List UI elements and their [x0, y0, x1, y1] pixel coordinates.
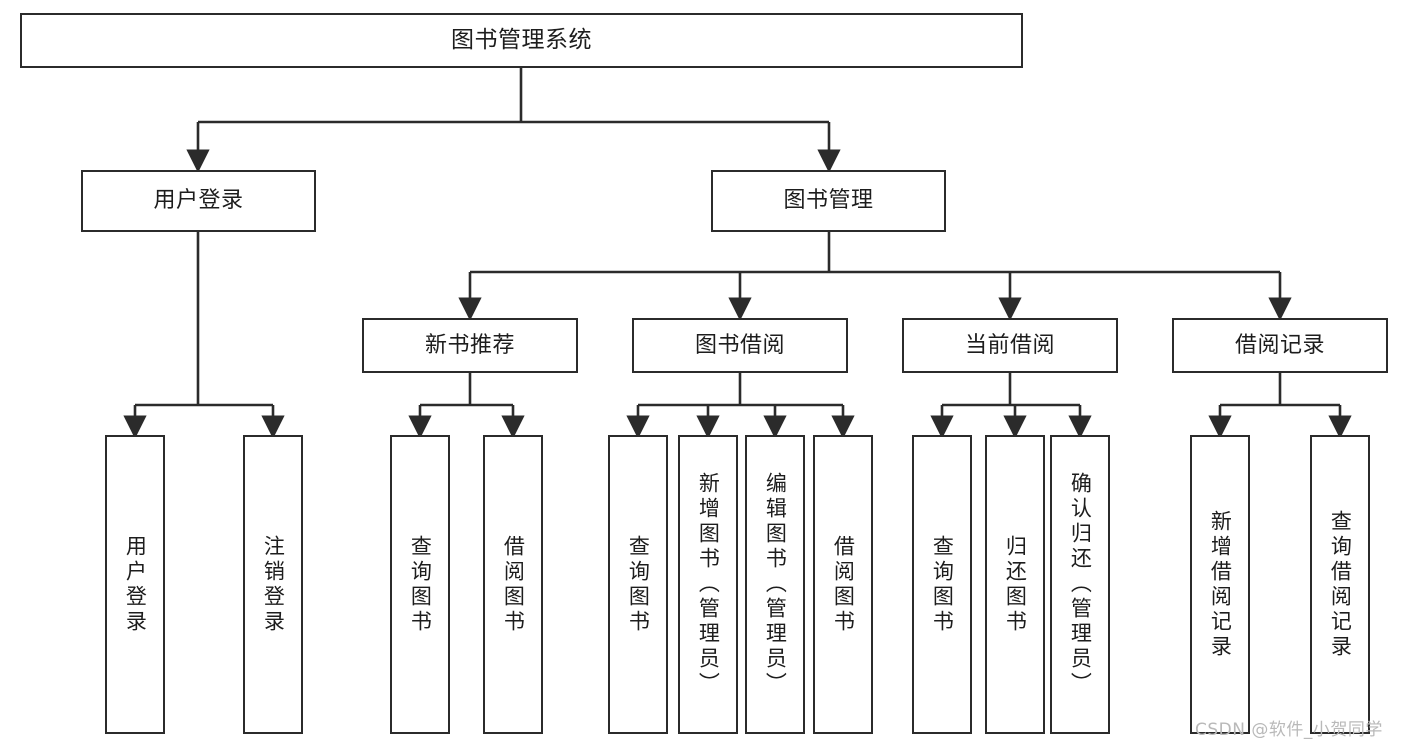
node-leaf-return-book[interactable]: 归还图书: [985, 435, 1045, 734]
csdn-watermark: CSDN @软件_小贺同学: [1195, 720, 1383, 740]
node-new-book-recommend[interactable]: 新书推荐: [362, 318, 578, 373]
node-user-login[interactable]: 用户登录: [81, 170, 316, 232]
node-leaf-add-record[interactable]: 新增借阅记录: [1190, 435, 1250, 734]
node-current-borrow[interactable]: 当前借阅: [902, 318, 1118, 373]
node-leaf-logout-login[interactable]: 注销登录: [243, 435, 303, 734]
node-book-manage[interactable]: 图书管理: [711, 170, 946, 232]
node-root-system[interactable]: 图书管理系统: [20, 13, 1023, 68]
node-leaf-borrow-book-1[interactable]: 借阅图书: [483, 435, 543, 734]
node-leaf-query-book-1[interactable]: 查询图书: [390, 435, 450, 734]
node-book-borrow[interactable]: 图书借阅: [632, 318, 848, 373]
node-leaf-query-book-3[interactable]: 查询图书: [912, 435, 972, 734]
node-leaf-confirm-return[interactable]: 确认归还（管理员）: [1050, 435, 1110, 734]
node-leaf-user-login[interactable]: 用户登录: [105, 435, 165, 734]
node-leaf-add-book[interactable]: 新增图书（管理员）: [678, 435, 738, 734]
node-leaf-borrow-book-2[interactable]: 借阅图书: [813, 435, 873, 734]
node-leaf-query-book-2[interactable]: 查询图书: [608, 435, 668, 734]
node-leaf-edit-book[interactable]: 编辑图书（管理员）: [745, 435, 805, 734]
node-borrow-record[interactable]: 借阅记录: [1172, 318, 1388, 373]
node-leaf-query-record[interactable]: 查询借阅记录: [1310, 435, 1370, 734]
